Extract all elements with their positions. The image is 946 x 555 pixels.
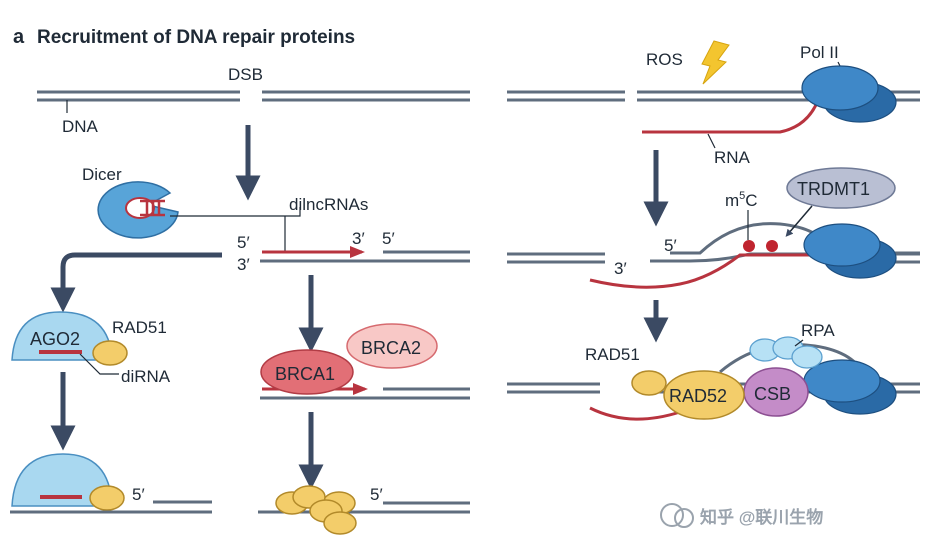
rpa-cluster xyxy=(749,336,823,369)
dilncrnas-leader xyxy=(170,207,301,252)
brca1-label: BRCA1 xyxy=(275,364,335,384)
rad51-cluster xyxy=(275,485,357,535)
brca-duplex xyxy=(260,387,470,400)
rad52-label: RAD52 xyxy=(669,386,727,406)
panel-title: Recruitment of DNA repair proteins xyxy=(37,27,355,48)
pol2-protein-mid xyxy=(803,223,897,279)
rad51-label-left: RAD51 xyxy=(112,318,167,337)
dilncrnas-label: dilncRNAs xyxy=(289,195,368,214)
m5c-label: m5C xyxy=(725,190,758,210)
panel-letter: a xyxy=(13,26,25,48)
pol2-protein-top xyxy=(801,65,897,123)
dicer-label: Dicer xyxy=(82,165,122,184)
brca1-protein xyxy=(260,349,354,395)
ago2-result-complex xyxy=(11,453,125,511)
trdmt1-label: TRDMT1 xyxy=(797,179,870,199)
ago2-label: AGO2 xyxy=(30,329,80,349)
rpa-label: RPA xyxy=(801,321,835,340)
rad52-protein xyxy=(663,370,745,420)
five-prime-label-2: 5′ xyxy=(382,229,395,248)
dna-duplex-top-left xyxy=(37,90,470,102)
five-prime-label-right: 5′ xyxy=(664,236,677,255)
rad51-protein-right xyxy=(631,370,667,396)
brca2-protein xyxy=(346,323,438,369)
rpa-leader xyxy=(794,339,804,347)
dna-label: DNA xyxy=(62,117,99,136)
dirna-leader xyxy=(79,353,119,375)
lightning-icon xyxy=(701,40,730,85)
watermark-text: 知乎 @联川生物 xyxy=(699,507,823,527)
three-prime-label-2: 3′ xyxy=(352,229,365,248)
dna-duplex-resected xyxy=(260,250,470,263)
rna-label: RNA xyxy=(714,148,751,167)
five-prime-label-1: 5′ xyxy=(237,233,250,252)
ros-label: ROS xyxy=(646,50,683,69)
ago2-complex xyxy=(11,311,128,366)
trdmt1-arrow xyxy=(785,205,813,237)
watermark: 知乎 @联川生物 xyxy=(660,503,823,528)
dicer-protein xyxy=(97,181,179,239)
dna-duplex-bottom-left xyxy=(10,500,212,514)
pol2-protein-bottom xyxy=(803,359,897,415)
rad51-label-right: RAD51 xyxy=(585,345,640,364)
pol2-label: Pol II xyxy=(800,43,839,62)
three-prime-label-right: 3′ xyxy=(614,259,627,278)
dsb-label: DSB xyxy=(228,65,263,84)
rna-strand-mid xyxy=(589,253,830,289)
arrow-to-ago2 xyxy=(50,252,222,313)
csb-label: CSB xyxy=(754,384,791,404)
dirna-label: diRNA xyxy=(121,367,171,386)
three-prime-label-1: 3′ xyxy=(237,255,250,274)
five-prime-label-3: 5′ xyxy=(132,485,145,504)
m5c-marks xyxy=(743,240,778,252)
brca2-label: BRCA2 xyxy=(361,338,421,358)
trdmt1-protein xyxy=(786,167,896,209)
rna-leader xyxy=(707,133,716,149)
rna-strand-bottom xyxy=(589,406,681,421)
five-prime-label-4: 5′ xyxy=(370,485,383,504)
